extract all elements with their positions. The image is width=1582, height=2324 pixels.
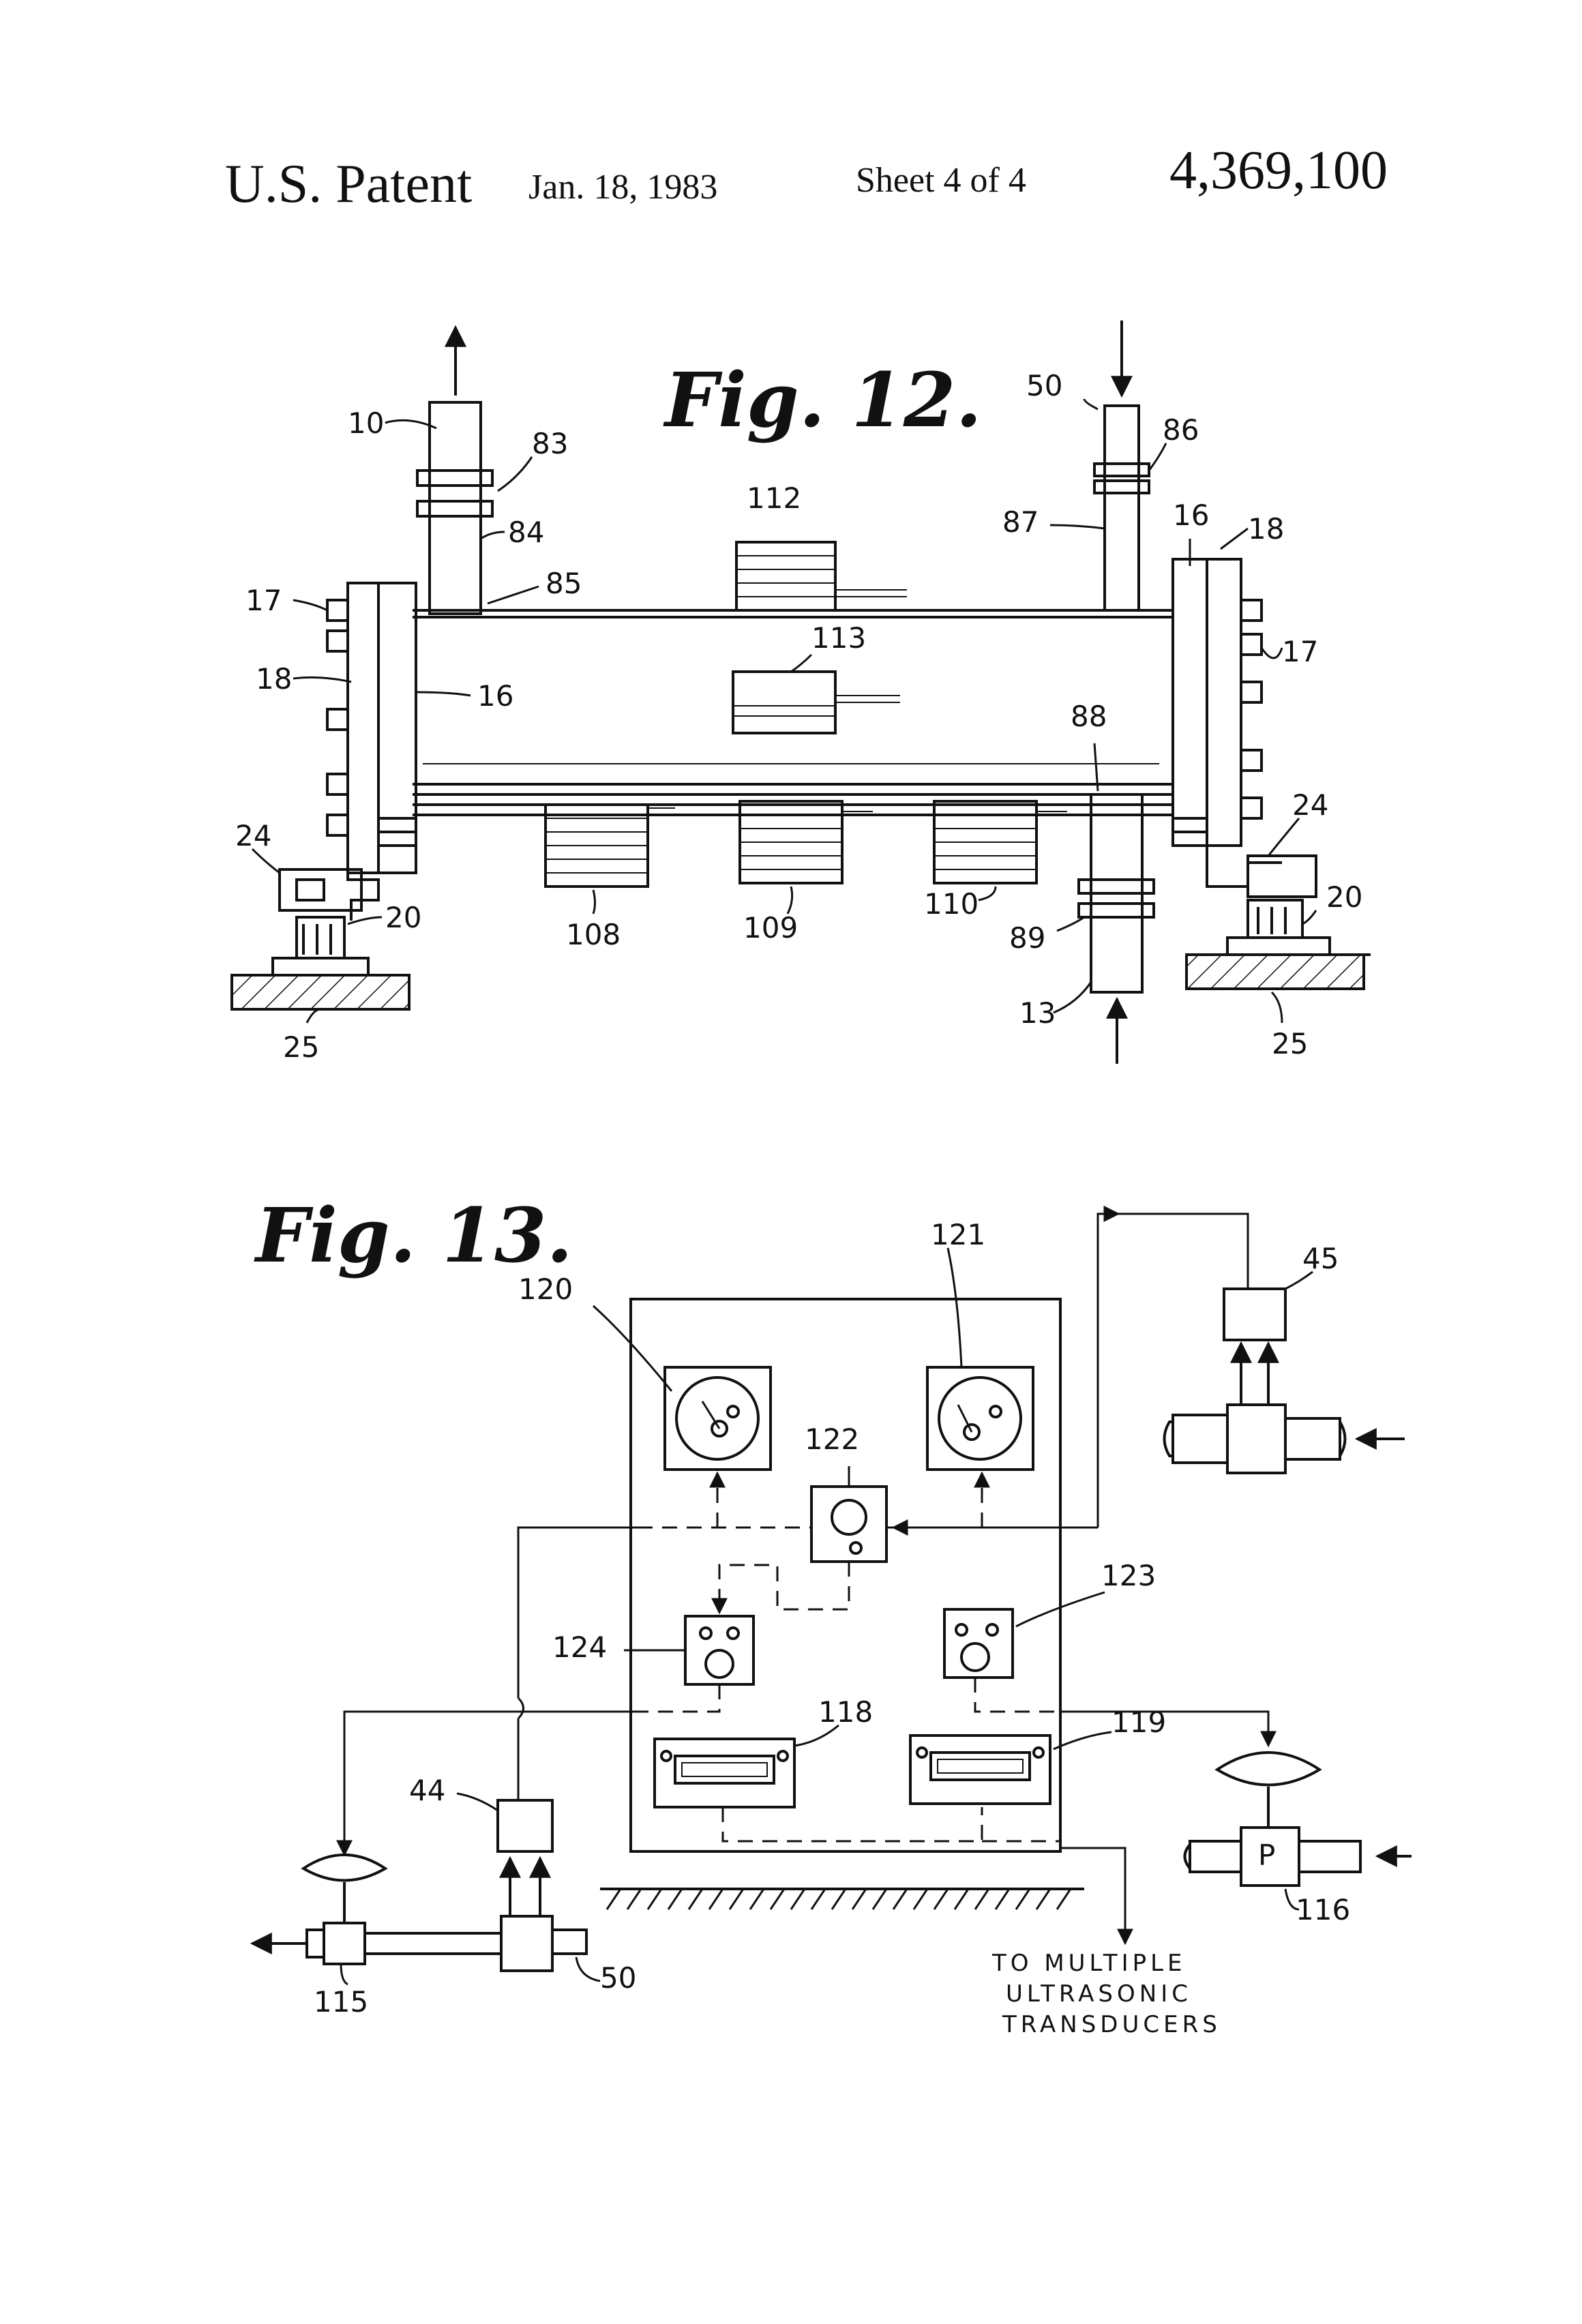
label-24-right: 24 <box>1292 788 1328 822</box>
controller-123 <box>944 1609 1013 1678</box>
label-121: 121 <box>931 1218 985 1251</box>
label-108: 108 <box>566 918 621 951</box>
inlet-pipe-50 <box>1094 321 1149 610</box>
label-120: 120 <box>518 1272 573 1306</box>
gauge-121 <box>927 1367 1033 1470</box>
fig13-leaders <box>341 1248 1313 1984</box>
sensor-45 <box>1165 1289 1405 1473</box>
valve-115 <box>252 1855 586 1964</box>
label-119: 119 <box>1111 1705 1166 1739</box>
label-50-top: 50 <box>1026 369 1062 402</box>
transducer-note-line3: TRANSDUCERS <box>1002 2011 1221 2038</box>
label-18-left: 18 <box>256 662 292 696</box>
label-44: 44 <box>409 1774 445 1807</box>
label-10: 10 <box>348 406 384 440</box>
figure-13: Fig. 13. <box>252 1191 1412 2038</box>
label-110: 110 <box>924 887 979 921</box>
label-25-right: 25 <box>1272 1027 1308 1060</box>
label-116: 116 <box>1296 1893 1350 1926</box>
label-85: 85 <box>546 567 582 600</box>
left-flange <box>232 583 416 1009</box>
label-118: 118 <box>818 1695 873 1729</box>
transducer-note-line2: ULTRASONIC <box>1006 1980 1192 2008</box>
transducer-112 <box>736 542 907 610</box>
label-122: 122 <box>805 1422 859 1456</box>
label-83: 83 <box>532 427 568 460</box>
label-89: 89 <box>1009 921 1045 955</box>
label-50-bottom: 50 <box>600 1961 636 1995</box>
label-17-left: 17 <box>245 584 282 617</box>
label-20-right: 20 <box>1326 880 1362 914</box>
fig13-title: Fig. 13. <box>254 1191 573 1279</box>
label-45: 45 <box>1302 1242 1339 1275</box>
pump-label: P <box>1258 1838 1275 1872</box>
label-113: 113 <box>811 621 866 655</box>
label-109: 109 <box>743 911 798 944</box>
label-112: 112 <box>747 481 801 515</box>
label-18-right: 18 <box>1248 512 1284 546</box>
figure-12: Fig. 12. <box>232 321 1371 1064</box>
gauge-120 <box>665 1367 771 1470</box>
label-115: 115 <box>314 1985 368 2018</box>
panel-119 <box>910 1735 1050 1804</box>
label-124: 124 <box>552 1630 607 1664</box>
label-24-left: 24 <box>235 819 271 852</box>
label-20-left: 20 <box>385 901 421 934</box>
outlet-pipe-10 <box>417 327 492 614</box>
fig12-title: Fig. 12. <box>663 356 982 444</box>
label-87: 87 <box>1002 505 1039 539</box>
label-88: 88 <box>1071 700 1107 733</box>
label-123: 123 <box>1101 1559 1156 1592</box>
right-flange <box>1173 559 1371 989</box>
inlet-pipe-13 <box>1079 794 1154 1064</box>
controller-124 <box>685 1616 753 1684</box>
chamber-body <box>413 610 1173 815</box>
panel-118 <box>655 1739 794 1807</box>
label-16-left: 16 <box>477 679 513 713</box>
label-86: 86 <box>1163 413 1199 447</box>
label-16-right: 16 <box>1173 498 1209 532</box>
sensor-44 <box>498 1800 552 1971</box>
label-13: 13 <box>1019 996 1056 1030</box>
transducer-108 <box>546 805 675 887</box>
transducer-note-line1: TO MULTIPLE <box>991 1950 1186 1977</box>
controller-122 <box>811 1487 886 1562</box>
label-84: 84 <box>508 516 544 549</box>
pump-116: P <box>1185 1753 1412 1886</box>
label-17-right: 17 <box>1282 635 1318 668</box>
transducer-113 <box>733 672 900 733</box>
label-25-left: 25 <box>283 1030 319 1064</box>
